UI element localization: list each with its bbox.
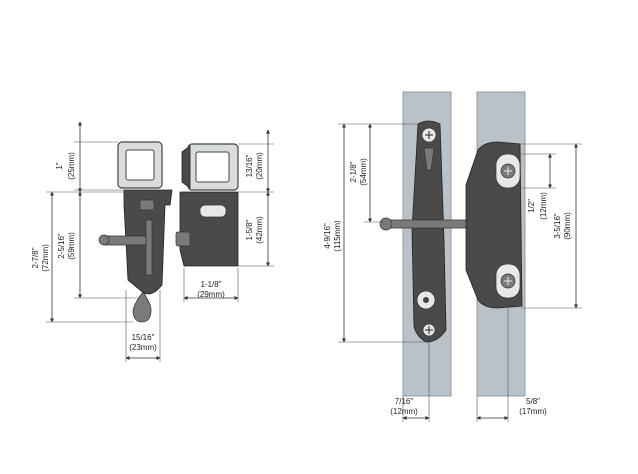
dim-bottom-mm: (23mm) <box>129 343 157 352</box>
dim-top-label: 1" <box>55 162 64 169</box>
dim-inner-mm: (59mm) <box>67 232 76 260</box>
release-knob <box>132 291 152 323</box>
left-latch-drawing: 1" (25mm) 2-7/8" (72mm) 2-5/16" (59mm) 1… <box>31 121 274 362</box>
dim-inner-label: 2-5/16" <box>57 233 66 259</box>
dim-slot-label: 1/2" <box>527 199 536 213</box>
keeper-body <box>179 191 239 267</box>
dim-slot-mm: (12mm) <box>539 192 548 220</box>
dim-total-label: 4-9/16" <box>323 223 332 249</box>
dim-upper-label: 2-1/8" <box>349 161 358 182</box>
dim-left-off-mm: (12mm) <box>390 407 418 416</box>
dim-total-mm: (115mm) <box>333 220 342 252</box>
dim-right-top-mm: (20mm) <box>255 152 264 180</box>
dim-right-off-label: 5/8" <box>526 397 540 406</box>
dim-outer-label: 2-7/8" <box>31 247 40 268</box>
dim-keeper-label: 3-5/16" <box>553 213 562 239</box>
dim-right-bot-label: 1-5/8" <box>245 219 254 240</box>
dim-right-off-mm: (17mm) <box>519 407 547 416</box>
right-latch-drawing: 4-9/16" (115mm) 2-1/8" (54mm) 1/2" (12mm… <box>323 91 582 422</box>
dim-bottom-label: 15/16" <box>132 333 155 342</box>
dim-top-mm: (25mm) <box>67 152 76 180</box>
dim-width-mm: (29mm) <box>197 290 225 299</box>
dim-right-top-label: 13/16" <box>245 154 254 177</box>
dim-keeper-mm: (90mm) <box>563 212 572 240</box>
latch-housing <box>411 120 447 343</box>
dim-width-label: 1-1/8" <box>200 280 221 289</box>
dim-right-bot-mm: (42mm) <box>255 216 264 244</box>
dim-left-off-label: 7/16" <box>395 397 414 406</box>
dim-upper-mm: (54mm) <box>359 158 368 186</box>
dim-outer-mm: (72mm) <box>41 244 50 272</box>
